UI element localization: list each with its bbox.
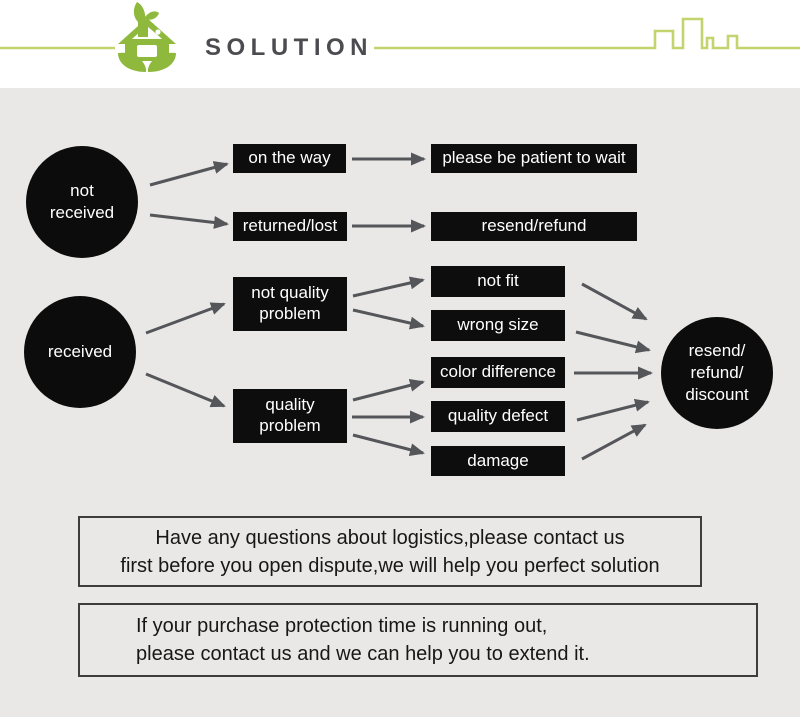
node-quality-problem: quality problem bbox=[233, 389, 347, 443]
header: SOLUTION bbox=[0, 0, 800, 88]
node-damage: damage bbox=[431, 446, 565, 476]
node-be-patient: please be patient to wait bbox=[431, 144, 637, 173]
node-not-received: not received bbox=[26, 146, 138, 258]
note-purchase-protection: If your purchase protection time is runn… bbox=[78, 603, 758, 677]
node-color-difference: color difference bbox=[431, 357, 565, 388]
node-wrong-size: wrong size bbox=[431, 310, 565, 341]
node-returned-lost: returned/lost bbox=[233, 212, 347, 241]
page-title: SOLUTION bbox=[205, 34, 373, 61]
city-skyline-icon bbox=[374, 17, 800, 50]
node-not-fit: not fit bbox=[431, 266, 565, 297]
header-divider-and-skyline bbox=[0, 17, 800, 50]
note-logistics: Have any questions about logistics,pleas… bbox=[78, 516, 702, 587]
node-received: received bbox=[24, 296, 136, 408]
node-on-the-way: on the way bbox=[233, 144, 346, 173]
node-outcome: resend/ refund/ discount bbox=[661, 317, 773, 429]
node-not-quality-problem: not quality problem bbox=[233, 277, 347, 331]
node-resend-refund: resend/refund bbox=[431, 212, 637, 241]
eco-house-logo-icon bbox=[118, 2, 176, 72]
node-quality-defect: quality defect bbox=[431, 401, 565, 432]
